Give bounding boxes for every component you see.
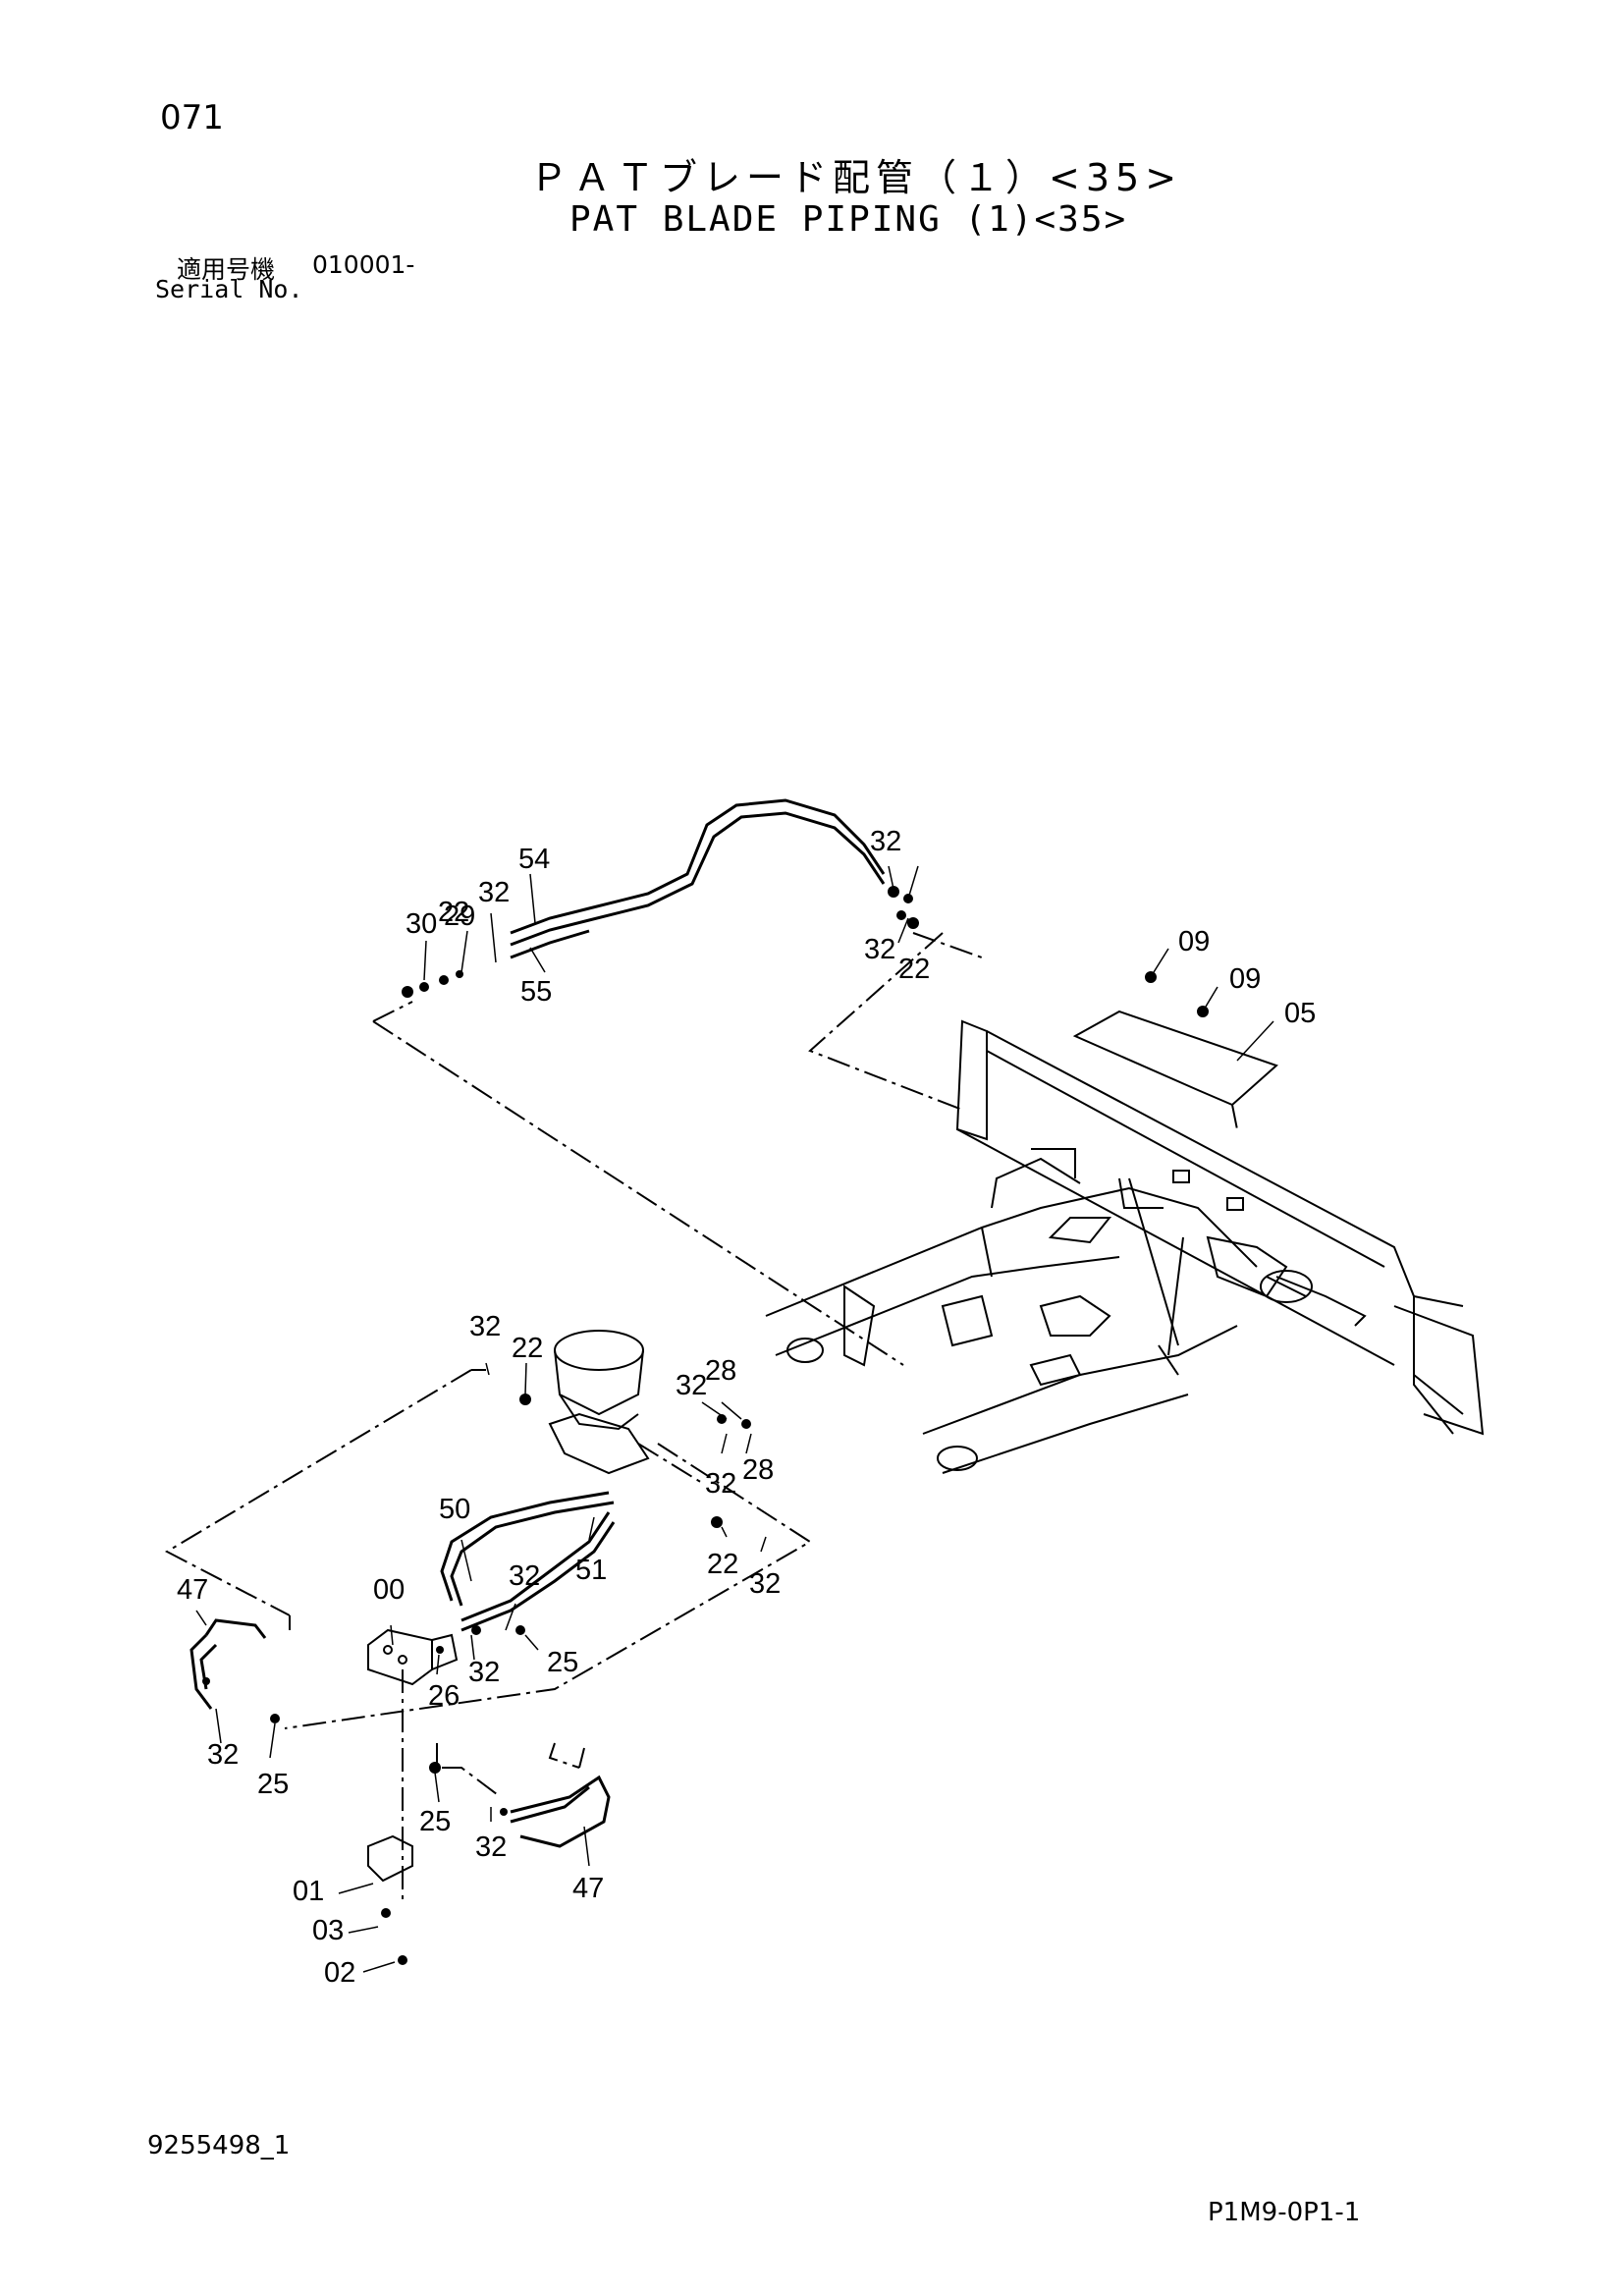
callout-label: 32	[705, 1468, 736, 1500]
callout-label: 30	[406, 908, 437, 940]
lower-hoses-drawing	[189, 1491, 616, 1848]
callout-label: 25	[419, 1806, 451, 1837]
callout-label: 47	[177, 1574, 208, 1606]
lower-fittings-drawing	[202, 1394, 751, 1965]
callout-label: 22	[707, 1549, 738, 1580]
callout-label: 28	[705, 1355, 736, 1387]
serial-range: 010001-	[312, 250, 415, 279]
callout-label: 22	[898, 954, 930, 985]
callout-label: 25	[257, 1769, 289, 1800]
callout-label: 28	[742, 1454, 774, 1486]
callout-label: 32	[509, 1560, 540, 1592]
callout-label: 32	[469, 1311, 501, 1342]
callout-label: 26	[428, 1680, 460, 1712]
callout-label: 25	[547, 1647, 578, 1678]
cover-plate-drawing	[1072, 971, 1278, 1107]
callout-label: 22	[438, 897, 469, 928]
page-number: 071	[160, 98, 224, 137]
leader-lines	[195, 865, 1274, 1973]
callout-label: 03	[312, 1915, 344, 1946]
upper-hoses-drawing	[510, 798, 886, 959]
upper-fittings-drawing	[402, 886, 919, 998]
callout-label: 32	[207, 1739, 239, 1771]
valve-block-drawing	[367, 1628, 459, 1883]
callout-label: 32	[475, 1831, 507, 1863]
callout-label: 29	[444, 901, 475, 932]
callout-label: 32	[468, 1657, 500, 1688]
page-code: P1M9-0P1-1	[1208, 2198, 1361, 2227]
motor-unit-drawing	[548, 1330, 650, 1475]
callout-label: 09	[1229, 963, 1261, 995]
callout-label: 09	[1178, 926, 1210, 957]
callout-label: 02	[324, 1957, 355, 1989]
callout-label: 32	[478, 877, 510, 908]
callout-label: 51	[575, 1555, 607, 1586]
callout-labels: 54 32 22 30 29 32 55 32 22 09 09 05 32 2…	[177, 826, 1316, 1989]
connection-chain-lines	[164, 932, 1238, 1905]
callout-label: 01	[293, 1876, 324, 1907]
blade-frame-drawing	[765, 1019, 1485, 1474]
callout-label: 05	[1284, 998, 1316, 1029]
callout-label: 32	[676, 1370, 707, 1401]
callout-label: 50	[439, 1494, 470, 1525]
serial-label-english: Serial No.	[155, 275, 303, 303]
page-title-japanese: ＰＡＴブレード配管（１）<35>	[530, 156, 1183, 199]
callout-label: 47	[572, 1873, 604, 1904]
drawing-number: 9255498_1	[147, 2131, 291, 2160]
callout-label: 55	[520, 976, 552, 1008]
callout-label: 22	[512, 1333, 543, 1364]
callout-label: 32	[870, 826, 901, 857]
callout-label: 32	[749, 1568, 781, 1600]
page-title-english: PAT BLADE PIPING (1)<35>	[569, 199, 1128, 240]
solid-chain-lines	[289, 1615, 585, 1769]
serial-label-japanese: 適用号機	[177, 255, 276, 284]
callout-label: 00	[373, 1574, 405, 1606]
callout-label: 54	[518, 844, 550, 875]
callout-label: 32	[864, 934, 895, 965]
